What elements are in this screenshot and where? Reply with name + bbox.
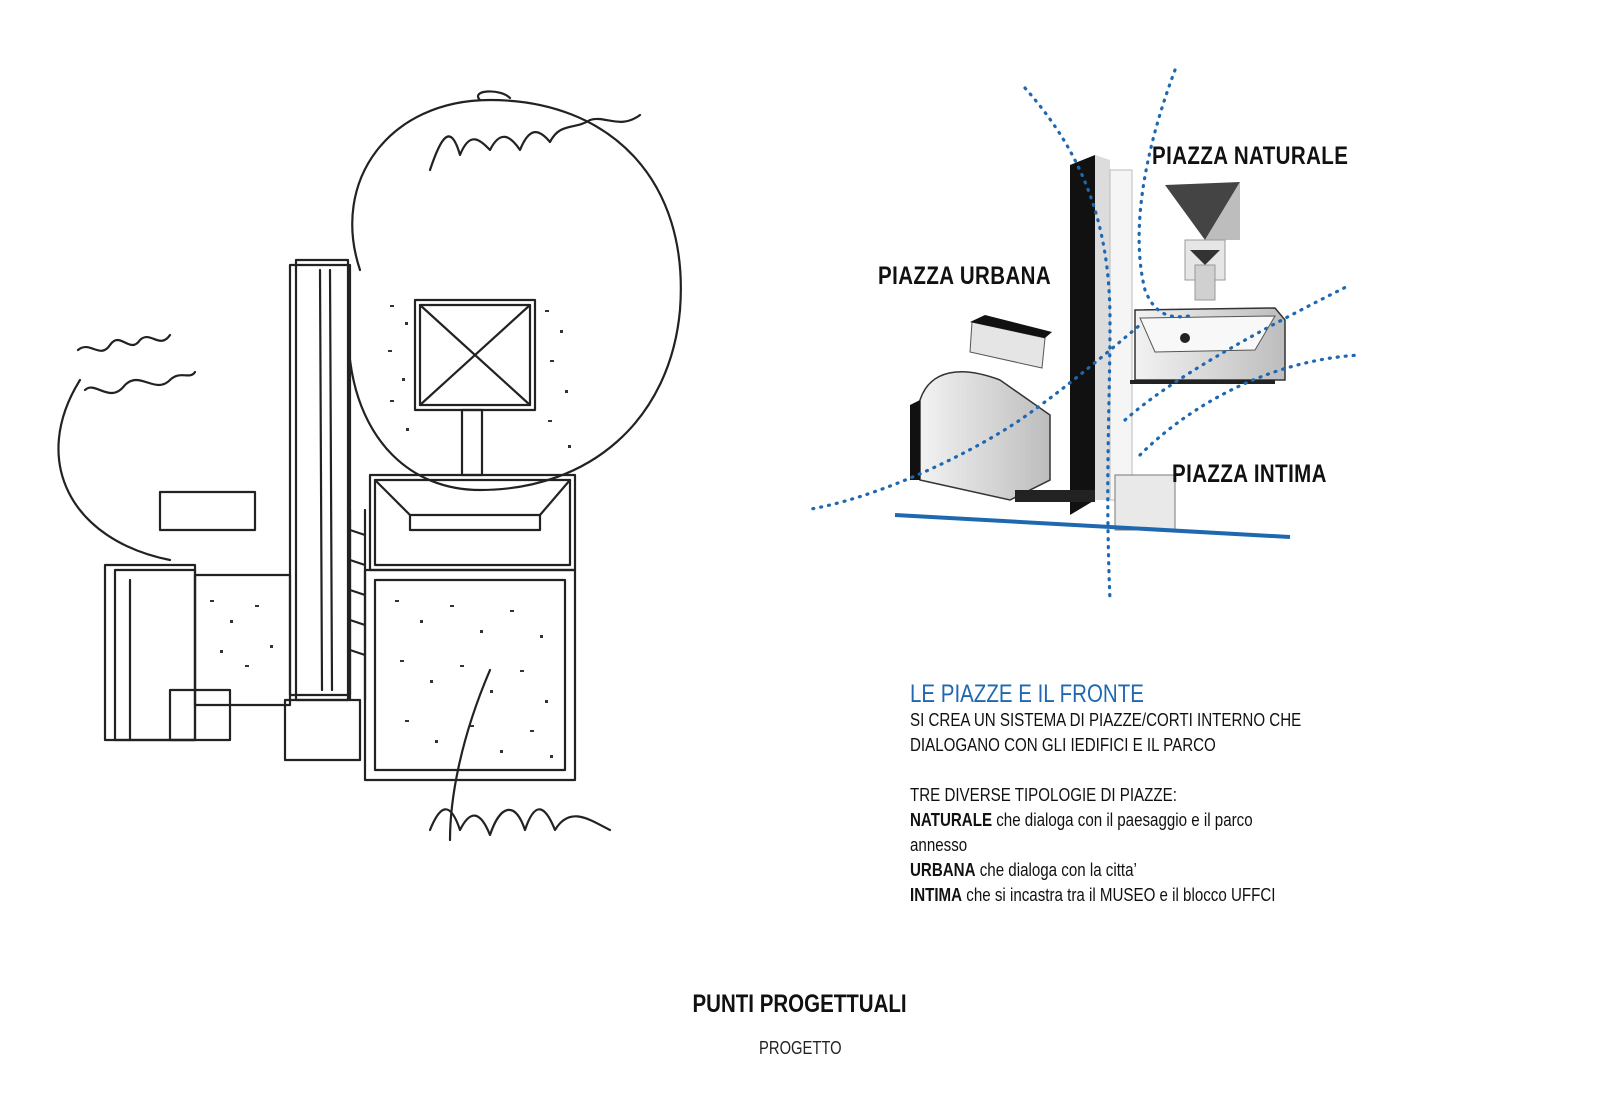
- section-heading: LE PIAZZE E IL FRONTE: [910, 680, 1144, 708]
- page-title-text: PUNTI PROGETTUALI: [692, 990, 908, 1018]
- dotted-boundary: [1023, 86, 1112, 602]
- label-piazza-intima: PIAZZA INTIMA: [1172, 460, 1327, 488]
- front-line: [894, 513, 1291, 539]
- naturale-desc: che dialoga con il paesaggio e il parco: [992, 810, 1253, 830]
- urbana-desc: che dialoga con la citta’: [975, 860, 1137, 880]
- paragraph-line: TRE DIVERSE TIPOLOGIE DI PIAZZE:: [910, 785, 1177, 805]
- naturale-line: NATURALE che dialoga con il paesaggio e …: [910, 808, 1414, 833]
- paragraph-line: DIALOGANO CON GLI IEDIFICI E IL PARCO: [910, 735, 1216, 755]
- intima-desc: che si incastra tra il MUSEO e il blocco…: [962, 885, 1276, 905]
- paragraph-line: SI CREA UN SISTEMA DI PIAZZE/CORTI INTER…: [910, 710, 1302, 730]
- intima-key: INTIMA: [910, 885, 963, 905]
- page-title: PUNTI PROGETTUALI: [0, 990, 1600, 1019]
- description-block: LE PIAZZE E IL FRONTE SI CREA UN SISTEMA…: [910, 680, 1510, 908]
- page-subtitle: PROGETTO: [0, 1038, 1600, 1059]
- tower-block: [1070, 155, 1095, 515]
- page-subtitle-text: PROGETTO: [758, 1038, 842, 1058]
- urbana-key: URBANA: [910, 860, 976, 880]
- piazze-diagram: [810, 68, 1362, 602]
- intima-line: INTIMA che si incastra tra il MUSEO e il…: [910, 883, 1414, 908]
- urbana-line: URBANA che dialoga con la citta’: [910, 858, 1414, 883]
- hand-sketch: [57, 90, 682, 842]
- label-piazza-urbana: PIAZZA URBANA: [878, 262, 1052, 290]
- pyramid-roof: [1165, 182, 1240, 240]
- naturale-line-2: annesso: [910, 835, 968, 855]
- naturale-key: NATURALE: [910, 810, 993, 830]
- label-piazza-naturale: PIAZZA NATURALE: [1152, 142, 1349, 170]
- museum-block: [919, 371, 1051, 501]
